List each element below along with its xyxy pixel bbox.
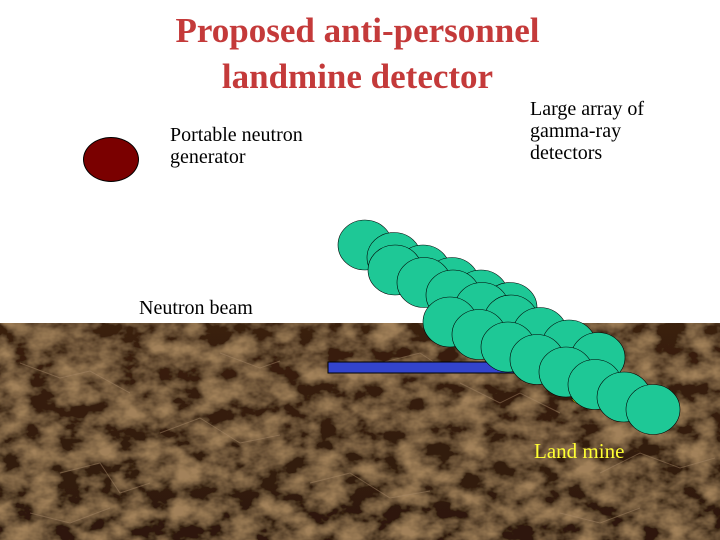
neutron-beam-label: Neutron beam xyxy=(139,297,253,319)
gamma-ray-detector xyxy=(626,385,680,435)
land-mine-label: Land mine xyxy=(534,440,624,462)
gamma-ray-detector-array xyxy=(338,220,680,435)
